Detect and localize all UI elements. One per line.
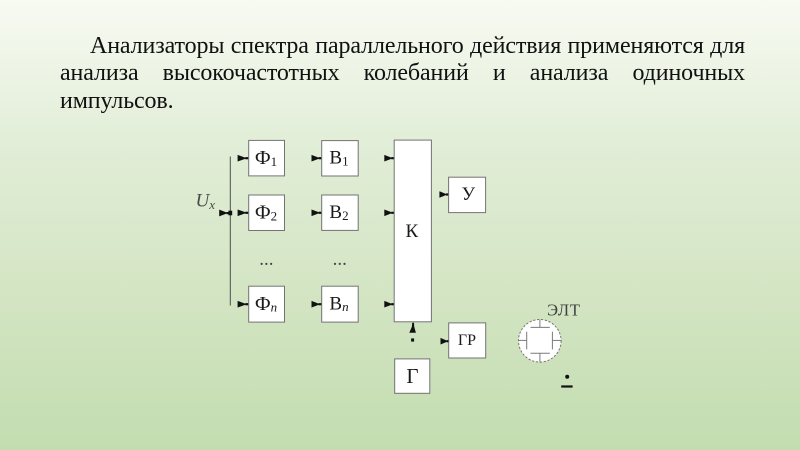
svg-text:В2: В2 xyxy=(329,202,348,223)
svg-text:...: ... xyxy=(333,249,347,270)
svg-text:У: У xyxy=(462,184,476,205)
svg-text:ЭЛТ: ЭЛТ xyxy=(547,301,581,320)
svg-text:К: К xyxy=(405,221,418,242)
svg-text:В1: В1 xyxy=(329,148,348,169)
svg-text:Вn: Вn xyxy=(329,293,348,314)
svg-text:ГР: ГР xyxy=(458,332,476,349)
svg-text:...: ... xyxy=(259,249,273,270)
svg-text:Ux: Ux xyxy=(196,191,216,212)
svg-text:Г: Г xyxy=(406,364,418,388)
